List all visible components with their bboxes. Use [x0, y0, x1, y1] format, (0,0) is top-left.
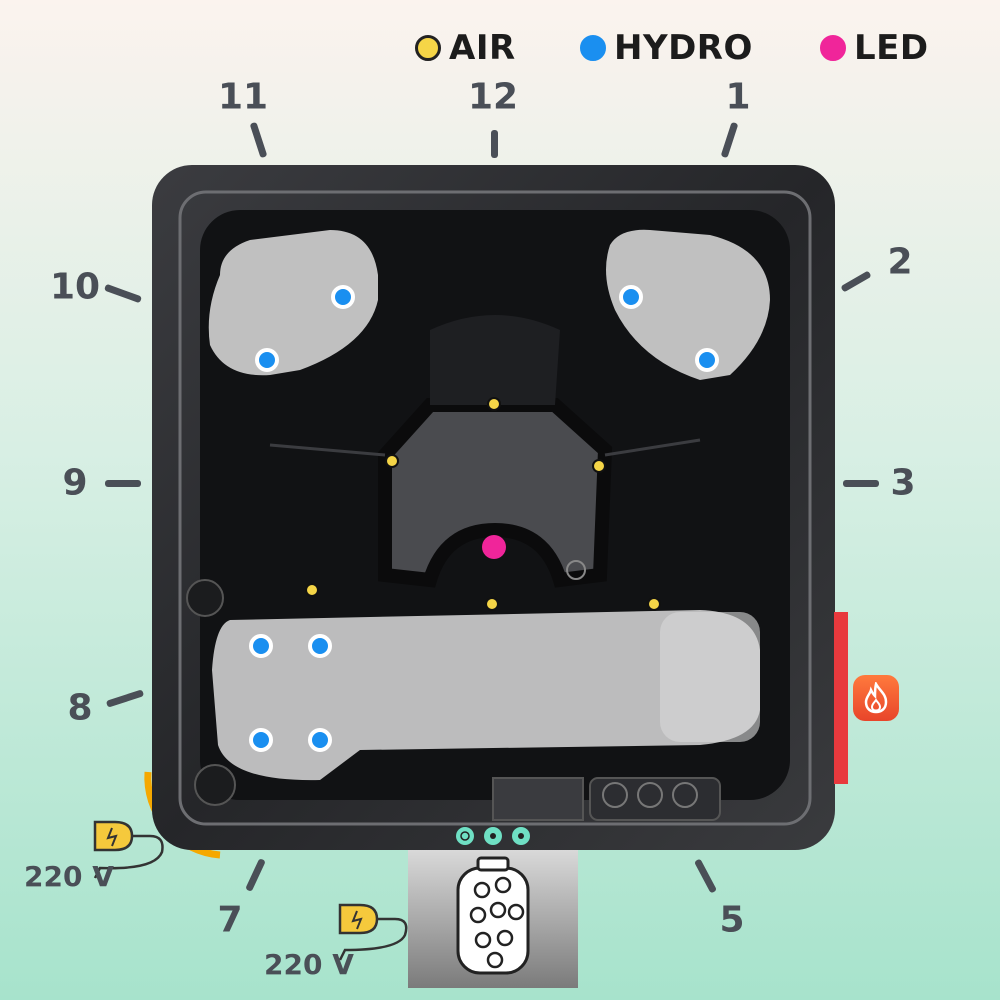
- tick-12: [491, 130, 498, 158]
- air-jet: [485, 597, 499, 611]
- control-panel[interactable]: [456, 827, 530, 845]
- clock-label-12: 12: [467, 76, 519, 118]
- legend-hydro: HYDRO: [580, 28, 753, 68]
- drain-icon: [186, 579, 224, 617]
- hydro-jet: [249, 634, 273, 658]
- air-jets: [305, 397, 661, 611]
- right-corner-seat: [606, 229, 770, 380]
- clock-label-2: 2: [887, 241, 913, 283]
- left-corner-seat: [208, 230, 378, 376]
- hydro-jet: [308, 728, 332, 752]
- led-dot-icon: [820, 35, 846, 61]
- hydro-jet: [619, 285, 643, 309]
- legend: AIR HYDRO LED: [0, 28, 1000, 68]
- air-jet: [385, 454, 399, 468]
- tub-rim: [178, 190, 812, 826]
- side-step: [589, 777, 721, 821]
- legend-hydro-label: HYDRO: [614, 28, 753, 68]
- led-light: [482, 535, 506, 559]
- flame-icon: [864, 682, 888, 714]
- air-dot-icon: [415, 35, 441, 61]
- drain-icon: [566, 560, 586, 580]
- hydro-jet: [249, 728, 273, 752]
- hydro-jets: [249, 285, 719, 752]
- clock-label-1: 1: [725, 76, 751, 118]
- lounger-seat: [212, 610, 760, 781]
- tick-3: [843, 480, 879, 487]
- drain-icon: [194, 764, 236, 806]
- heater-badge: [853, 675, 899, 721]
- hydro-jet: [255, 348, 279, 372]
- legend-air: AIR: [415, 28, 516, 68]
- clock-label-7: 7: [217, 899, 243, 941]
- air-jet: [592, 459, 606, 473]
- plug-icon: [93, 820, 164, 879]
- hydro-jet: [308, 634, 332, 658]
- voltage-label-bottom: 220 V: [264, 948, 354, 981]
- plug-icon: [338, 903, 408, 961]
- skimmer: [492, 777, 584, 821]
- legend-led: LED: [820, 28, 929, 68]
- tick-9: [105, 480, 141, 487]
- clock-label-11: 11: [217, 76, 269, 118]
- air-jet: [487, 397, 501, 411]
- clock-label-9: 9: [62, 462, 88, 504]
- footwell: [378, 398, 613, 588]
- air-jet: [647, 597, 661, 611]
- legend-led-label: LED: [854, 28, 929, 68]
- heater-bar: [834, 612, 848, 784]
- air-jet: [305, 583, 319, 597]
- backrest-center: [430, 315, 560, 405]
- power-icon[interactable]: [456, 827, 474, 845]
- hydro-jet: [695, 348, 719, 372]
- clock-label-3: 3: [890, 462, 916, 504]
- voltage-label-left: 220 V: [24, 860, 114, 893]
- hydro-dot-icon: [580, 35, 606, 61]
- legend-air-label: AIR: [449, 28, 516, 68]
- clock-label-10: 10: [49, 266, 101, 308]
- clock-label-8: 8: [67, 687, 93, 729]
- clock-label-5: 5: [719, 899, 745, 941]
- filter-cartridge-icon: [456, 856, 530, 975]
- hydro-jet: [331, 285, 355, 309]
